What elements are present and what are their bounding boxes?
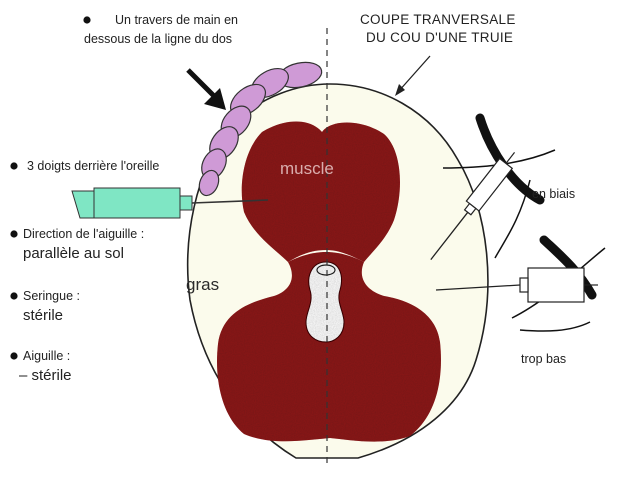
title-arrow — [395, 56, 430, 96]
label-too-low: trop bas — [521, 352, 566, 366]
bullet — [10, 292, 17, 299]
instruction-syringe-line-1: Seringue : — [23, 289, 80, 303]
bullet — [10, 162, 17, 169]
spinal-cord — [317, 265, 335, 275]
instruction-hand-line-1: Un travers de main en — [115, 13, 238, 27]
label-fat: gras — [186, 275, 219, 294]
instruction-needle-line-2: – stérile — [19, 367, 72, 384]
instruction-ear: 3 doigts derrière l'oreille — [27, 159, 159, 173]
syringe-hub — [180, 196, 192, 210]
pointer-arrow-left — [188, 70, 226, 110]
instruction-needle-line-1: Aiguille : — [23, 349, 70, 363]
instruction-needle-direction-line-1: Direction de l'aiguille : — [23, 227, 144, 241]
bullet — [10, 230, 17, 237]
instruction-needle-direction-line-2: parallèle au sol — [23, 245, 124, 262]
label-muscle: muscle — [280, 159, 334, 178]
bullet — [83, 16, 90, 23]
title-line-2: DU COU D'UNE TRUIE — [366, 30, 513, 45]
instruction-hand-line-2: dessous de la ligne du dos — [84, 32, 232, 46]
syringe-barrel — [94, 188, 180, 218]
muscle-upper — [242, 122, 400, 263]
title-line-1: COUPE TRANVERSALE — [360, 12, 516, 27]
bullet — [10, 352, 17, 359]
instruction-syringe-line-2: stérile — [23, 307, 63, 324]
label-wrong-angle: en biais — [532, 187, 575, 201]
